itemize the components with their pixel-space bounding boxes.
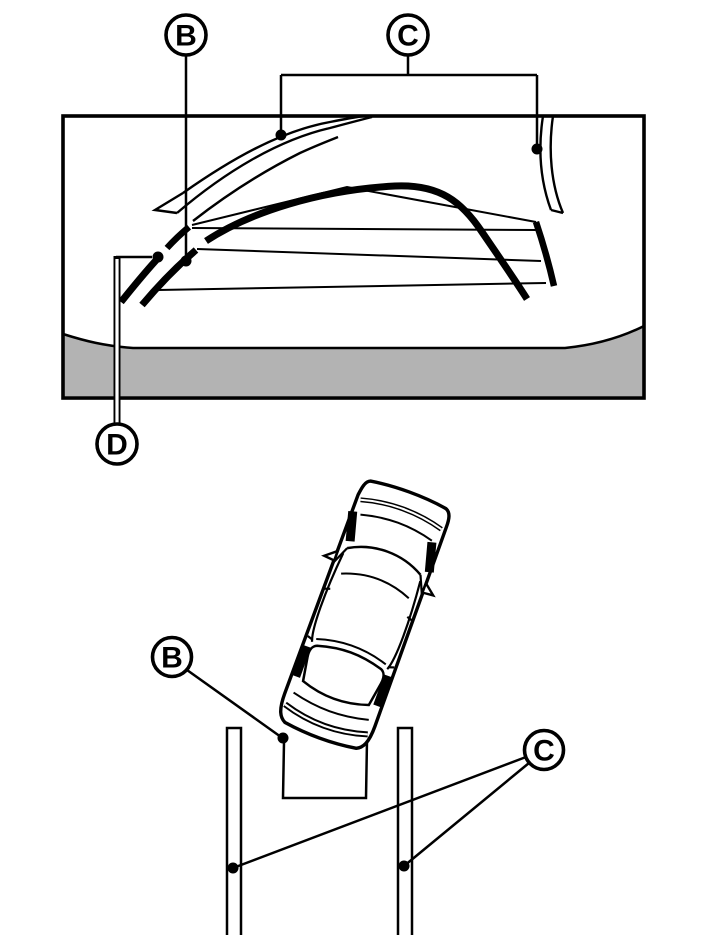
callout-c-top-dot-right: [531, 143, 543, 155]
callout-d: D: [95, 251, 164, 466]
callout-b-bottom-circle: [150, 635, 194, 679]
predicted-path-lines: [157, 185, 547, 291]
rear-projection-box: [281, 739, 369, 800]
car-pillar-lines: [307, 547, 423, 670]
callout-c-bottom-dot-left: [227, 862, 239, 874]
callout-b-bottom-letter: B: [161, 642, 183, 675]
guideline-b-arc: [139, 182, 530, 308]
callout-c-bottom-leader-left: [232, 755, 527, 870]
callout-b-bottom-leader: [186, 668, 282, 739]
callout-d-dot: [152, 251, 164, 263]
callout-b-top-dot: [180, 255, 192, 267]
callout-c-top: C: [275, 13, 543, 155]
callout-b-bottom-dot: [277, 732, 289, 744]
callout-c-bottom-leader-right: [403, 762, 530, 867]
car-top-view: [279, 479, 451, 751]
bumper-edge-line: [62, 324, 645, 350]
callout-d-circle: [95, 422, 139, 466]
guideline-c-left-end-cap: [151, 191, 184, 215]
callout-b-top: B: [164, 13, 208, 267]
car-side-mirrors: [321, 549, 436, 598]
callout-b-top-letter: B: [175, 20, 197, 53]
parking-line-right: [396, 726, 414, 935]
rear-camera-screen-figure: B C D: [61, 13, 646, 466]
camera-screen-frame: [61, 114, 646, 400]
overhead-parking-figure: B C: [150, 479, 566, 935]
car-tires: [291, 510, 437, 708]
guideline-right-thick-curve: [532, 220, 558, 287]
car-front-details: [360, 497, 443, 542]
callout-c-bottom-dot-right: [398, 860, 410, 872]
callout-c-top-letter: C: [397, 20, 419, 53]
callout-b-bottom: B: [150, 635, 289, 744]
callout-c-bottom: C: [227, 728, 566, 874]
car-glass-details: [293, 545, 422, 721]
callout-c-top-bracket: [279, 55, 539, 145]
guideline-c-left-double-curve: [151, 114, 373, 215]
parking-line-left: [225, 726, 243, 935]
callout-c-bottom-letter: C: [533, 735, 555, 768]
callout-d-letter: D: [106, 429, 128, 462]
guideline-c-right-end-cap: [550, 208, 564, 215]
guideline-c-right-double-curve: [539, 115, 565, 215]
bumper-area: [63, 326, 644, 396]
car-rear-bumper: [283, 701, 368, 738]
callout-c-top-dot-left: [275, 129, 287, 141]
callout-c-bottom-circle: [522, 728, 566, 772]
callout-b-top-circle: [164, 13, 208, 57]
callout-c-top-circle: [386, 13, 430, 57]
